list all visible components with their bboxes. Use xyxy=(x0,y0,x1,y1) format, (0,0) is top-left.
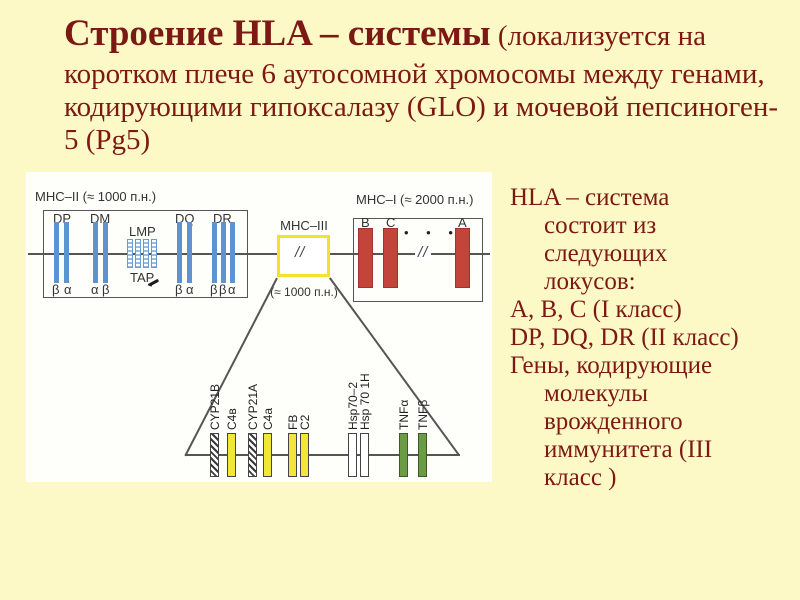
title-line-2: коротком плече 6 аутосомной хромосомы ме… xyxy=(64,58,765,90)
mhc2-box xyxy=(43,210,248,298)
mhc1-break-mark: // xyxy=(415,244,432,261)
title-line-1: Строение HLA – системы (локализуется на xyxy=(64,12,778,58)
gene-b-label: B xyxy=(361,215,370,230)
gene-bar-tnf-alpha xyxy=(399,433,408,477)
gene-bar-hsp70-2 xyxy=(348,433,357,477)
gene-bar-cyp21b xyxy=(210,433,219,477)
title-line-3: кодирующими гипоксалазу (GLO) и мочевой … xyxy=(64,91,779,123)
bullet-class3: Гены, кодирующие молекулы врожденного им… xyxy=(510,352,739,492)
dm-bar-1 xyxy=(93,222,98,283)
mhc3-subtitle: (≈ 1000 п.н.) xyxy=(270,285,338,299)
dp-sub-1: β xyxy=(52,282,60,297)
bullet-class1: A, B, C (I класс) xyxy=(510,296,739,324)
gene-label-c4b: C4в xyxy=(225,408,239,430)
bullet-line: локусов: xyxy=(544,268,636,295)
mhc3-title: MHC–III xyxy=(280,218,328,233)
gene-bar-hsp70-1h xyxy=(360,433,369,477)
dr-sub-3: α xyxy=(228,282,236,297)
bullet-line: класс ) xyxy=(544,464,617,491)
dq-sub-1: β xyxy=(175,282,183,297)
dr-bar-3 xyxy=(230,222,235,283)
bullet-line: HLA – система xyxy=(510,184,670,211)
gene-a-bar xyxy=(455,228,470,288)
mhc3-break-mark: // xyxy=(292,244,309,261)
gene-label-hsp70-1h: Hsp 70 1H xyxy=(358,373,372,430)
slide-title: Строение HLA – системы (локализуется на … xyxy=(64,12,778,157)
dp-bar-1 xyxy=(54,222,59,283)
mhc1-box xyxy=(353,218,483,302)
lmp-label: LMP xyxy=(129,224,156,239)
dr-label: DR xyxy=(213,211,232,226)
title-rest-part: (локализуется на xyxy=(490,20,707,52)
ellipsis-dots: • • • xyxy=(404,225,460,240)
bullet-line: молекулы xyxy=(544,380,649,407)
title-bold-part: Строение HLA – системы xyxy=(64,13,491,54)
gene-bar-cyp21a xyxy=(248,433,257,477)
mhc3-expanded-line xyxy=(185,454,460,456)
gene-bar-c2 xyxy=(300,433,309,477)
title-line-4: 5 (Pg5) xyxy=(64,124,151,156)
bullet-line: Гены, кодирующие xyxy=(510,352,713,379)
mhc1-title: MHC–I (≈ 2000 п.н.) xyxy=(356,192,474,207)
dp-sub-2: α xyxy=(64,282,72,297)
gene-label-tnf-beta: TNFβ xyxy=(416,399,430,430)
diagram-panel: MHC–II (≈ 1000 п.н.) DP β α DM α β LMP T… xyxy=(26,172,492,482)
body-text-block: HLA – система состоит из следующих локус… xyxy=(510,184,739,492)
dq-sub-2: α xyxy=(186,282,194,297)
dr-bar-1 xyxy=(212,222,217,283)
dm-sub-1: α xyxy=(91,282,99,297)
lmp-bar-1 xyxy=(127,239,133,268)
dr-bar-2 xyxy=(221,222,226,283)
bullet-class2: DP, DQ, DR (II класс) xyxy=(510,324,739,352)
gene-label-tnf-alpha: TNFα xyxy=(397,399,411,430)
gene-bar-fb xyxy=(288,433,297,477)
bullet-line: врожденного xyxy=(544,408,683,435)
bullet-hla-locuses: HLA – система состоит из следующих локус… xyxy=(510,184,739,296)
gene-label-cyp21a: CYP21A xyxy=(246,383,260,430)
dm-bar-2 xyxy=(103,222,108,283)
gene-label-c2: C2 xyxy=(298,414,312,430)
mhc3-box xyxy=(277,235,330,277)
dr-sub-1: β xyxy=(210,282,218,297)
dq-bar-1 xyxy=(177,222,182,283)
dp-bar-2 xyxy=(64,222,69,283)
gene-label-cyp21b: CYP21B xyxy=(208,383,222,430)
lmp-bar-4 xyxy=(151,239,157,268)
gene-a-label: A xyxy=(458,215,467,230)
dm-sub-2: β xyxy=(102,282,110,297)
bullet-line: иммунитета (III xyxy=(544,436,713,463)
ink-smudge xyxy=(148,277,160,289)
dr-sub-2: β xyxy=(219,282,227,297)
gene-c-label: C xyxy=(386,215,396,230)
lmp-bar-3 xyxy=(143,239,149,268)
gene-bar-tnf-beta xyxy=(418,433,427,477)
gene-bar-c4b xyxy=(227,433,236,477)
bullet-line: следующих xyxy=(544,240,668,267)
lmp-bar-2 xyxy=(135,239,141,268)
chromosome-line xyxy=(28,253,490,255)
gene-bar-c4a xyxy=(263,433,272,477)
bullet-line: A, B, C (I класс) xyxy=(510,296,682,323)
gene-b-bar xyxy=(358,228,373,288)
gene-c-bar xyxy=(383,228,398,288)
gene-label-c4a: C4a xyxy=(261,407,275,430)
bullet-line: состоит из xyxy=(544,212,657,239)
mhc2-title: MHC–II (≈ 1000 п.н.) xyxy=(35,189,157,204)
dq-bar-2 xyxy=(187,222,192,283)
bullet-line: DP, DQ, DR (II класс) xyxy=(510,324,739,351)
